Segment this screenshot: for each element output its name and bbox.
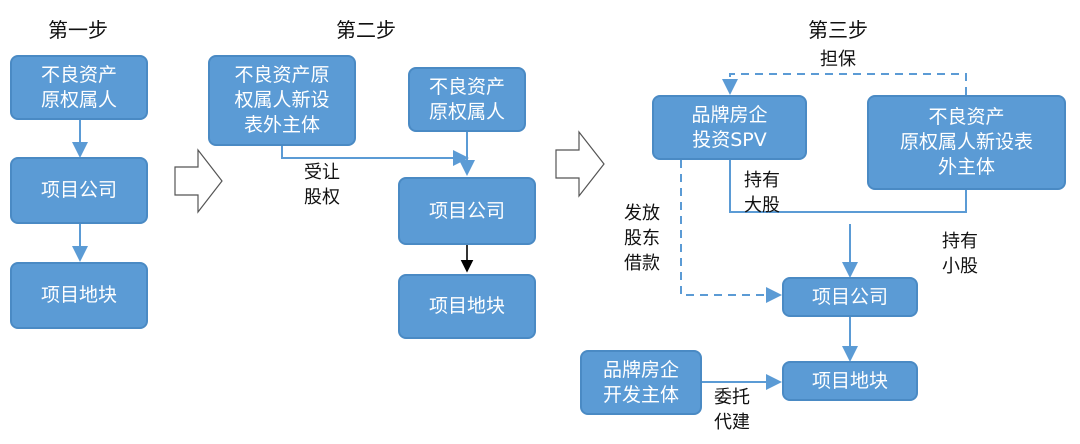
entrust-construction-label: 委托 代建 [714,387,750,434]
step3-spv-box: 品牌房企 投资SPV [652,95,807,160]
transfer-equity-label: 受让 股权 [304,162,340,209]
shareholder-loan-label: 发放 股东 借款 [624,203,660,275]
step1-land-plot-box: 项目地块 [10,262,148,329]
step1-project-company-box: 项目公司 [10,157,148,224]
step-transition-arrow-1 [174,148,223,214]
step1-asset-owner-box: 不良资产 原权属人 [10,55,148,120]
step3-title: 第三步 [808,18,868,42]
step2-asset-owner-box: 不良资产 原权属人 [408,67,526,132]
step3-developer-box: 品牌房企 开发主体 [580,350,702,415]
step3-project-company-box: 项目公司 [782,277,918,317]
step-transition-arrow-2 [555,130,605,198]
step2-project-company-box: 项目公司 [398,177,536,245]
major-holding-label: 持有 大股 [744,170,780,217]
loan-dashed-line [680,160,782,303]
step2-land-plot-box: 项目地块 [398,274,536,339]
arrow-transfer-equity [281,146,469,166]
step1-title: 第一步 [48,18,108,42]
step3-land-plot-box: 项目地块 [782,361,918,401]
guarantee-label: 担保 [820,49,856,70]
step2-title: 第二步 [336,18,396,42]
step3-new-entity-box: 不良资产 原权属人新设表 外主体 [867,95,1066,190]
minor-holding-label: 持有 小股 [942,231,978,278]
guarantee-dashed-line [722,73,967,95]
line-major-holding [729,160,967,213]
step2-new-entity-box: 不良资产原 权属人新设 表外主体 [208,55,356,146]
